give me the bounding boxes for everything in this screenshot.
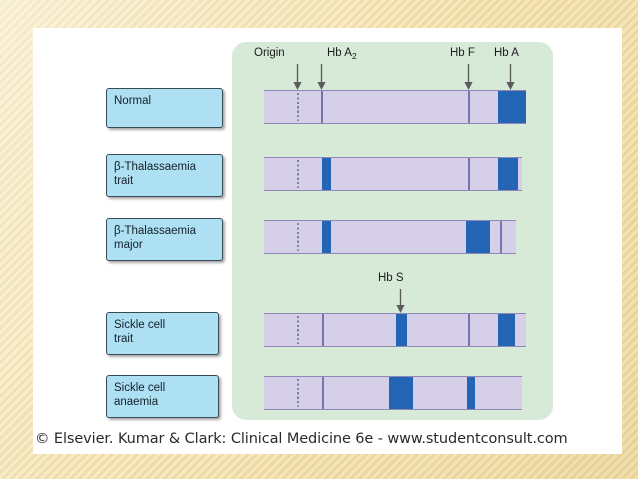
axis-label-text: Origin — [254, 47, 285, 59]
axis-label-text: Hb A — [494, 47, 519, 59]
condition-label-line: major — [114, 239, 143, 251]
arrow-icon-hb-a2 — [316, 64, 327, 90]
axis-label-hb-s: Hb S — [378, 272, 404, 284]
hb-f-band — [466, 221, 490, 253]
hb-a-band — [498, 158, 518, 190]
condition-label-line: Sickle cell — [114, 319, 166, 331]
arrow-icon-hb-a — [505, 64, 516, 90]
axis-label-text: Hb A — [327, 47, 352, 59]
copyright-footer: © Elsevier. Kumar & Clark: Clinical Medi… — [33, 424, 622, 454]
axis-label-text: Hb F — [450, 47, 475, 59]
hb-a-band — [498, 91, 526, 123]
hb-a2-line — [322, 377, 324, 409]
axis-label-hb-f: Hb F — [450, 47, 475, 59]
hb-f-line — [468, 158, 470, 190]
hb-f-line — [468, 91, 470, 123]
condition-label-sickle-cell-anaemia: Sickle cell anaemia — [106, 375, 219, 418]
arrow-icon-hb-s — [395, 289, 406, 313]
axis-label-subscript: 2 — [351, 50, 357, 61]
condition-label-beta-thal-major: β-Thalassaemia major — [106, 218, 223, 261]
hb-a2-band — [322, 158, 331, 190]
origin-marker — [297, 223, 300, 251]
hb-a-line — [500, 221, 503, 253]
hb-a2-line — [321, 91, 323, 123]
hb-a2-line — [322, 314, 324, 346]
hb-a-band — [498, 314, 515, 346]
condition-label-line: Sickle cell — [114, 382, 166, 394]
gel-strip-normal — [264, 90, 526, 124]
gel-strip-beta-thal-trait — [264, 157, 522, 191]
hb-s-band — [396, 314, 407, 346]
hb-f-band — [467, 377, 475, 409]
condition-label-line: Normal — [114, 95, 152, 107]
axis-label-origin: Origin — [254, 47, 285, 59]
gel-strip-sickle-cell-trait — [264, 313, 526, 347]
gel-strip-beta-thal-major — [264, 220, 516, 254]
condition-label-line: trait — [114, 333, 134, 345]
gel-strip-sickle-cell-anaemia — [264, 376, 522, 410]
arrow-icon-hb-f — [463, 64, 474, 90]
condition-label-line: β-Thalassaemia — [114, 161, 197, 173]
axis-label-hb-a: Hb A — [494, 47, 519, 59]
hb-s-band — [389, 377, 413, 409]
origin-marker — [297, 379, 300, 407]
condition-label-line: anaemia — [114, 396, 159, 408]
arrow-icon-origin — [292, 64, 303, 90]
hb-a2-band — [322, 221, 331, 253]
axis-label-hb-a2: Hb A2 — [327, 47, 357, 61]
origin-marker — [297, 93, 300, 121]
axis-label-text: Hb S — [378, 272, 404, 284]
condition-label-normal: Normal — [106, 88, 223, 128]
hb-f-line — [468, 314, 470, 346]
copyright-text: © Elsevier. Kumar & Clark: Clinical Medi… — [35, 431, 568, 447]
condition-label-beta-thal-trait: β-Thalassaemia trait — [106, 154, 223, 197]
condition-label-sickle-cell-trait: Sickle cell trait — [106, 312, 219, 355]
condition-label-line: trait — [114, 175, 134, 187]
origin-marker — [297, 316, 300, 344]
origin-marker — [297, 160, 300, 188]
condition-label-line: β-Thalassaemia — [114, 225, 197, 237]
